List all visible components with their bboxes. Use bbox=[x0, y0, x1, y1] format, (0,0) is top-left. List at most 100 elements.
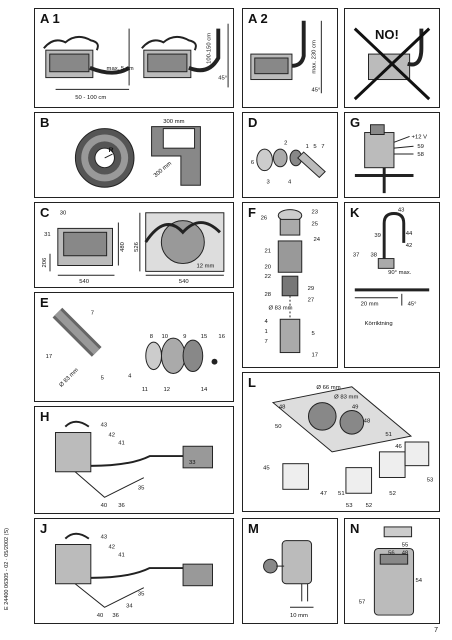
label-526: 526 bbox=[134, 242, 140, 252]
wall-grille-installation-illustration: Ø 66 mm Ø 83 mm 48 49 48 50 51 46 45 47 … bbox=[263, 385, 434, 509]
panel-a1: A 1 max. 5 cm 50 - 100 cm 100-150 cm 45° bbox=[34, 8, 234, 108]
num: 38 bbox=[370, 253, 377, 259]
num: 5 bbox=[312, 331, 316, 337]
panel-h: H 43 42 41 40 36 35 33 bbox=[34, 406, 234, 514]
num: 17 bbox=[312, 352, 319, 358]
num-31: 31 bbox=[44, 232, 51, 238]
num: 42 bbox=[108, 544, 115, 550]
label-300b: 300 mm bbox=[153, 161, 173, 179]
num: 26 bbox=[261, 215, 268, 221]
num: 43 bbox=[101, 535, 108, 541]
num: 3 bbox=[267, 179, 270, 185]
num: 43 bbox=[398, 208, 405, 214]
num: 35 bbox=[138, 485, 145, 491]
heater-dimensions-illustration: 30 31 540 206 480 540 526 12 mm bbox=[42, 211, 225, 285]
duct-bend-radius-illustration: R 300 mm 300 mm bbox=[74, 119, 201, 188]
panel-a2: A 2 max. 230 cm 45° bbox=[242, 8, 338, 108]
label-206: 206 bbox=[42, 258, 48, 268]
page-number: 7 bbox=[434, 627, 438, 634]
num: 45 bbox=[263, 466, 270, 472]
panel-label: L bbox=[248, 375, 256, 390]
document-code: E 24400 06305 - 02 · 05/2002 (S) bbox=[4, 528, 10, 610]
panel-label: A 2 bbox=[248, 11, 268, 26]
num: 16 bbox=[218, 334, 225, 340]
num: 24 bbox=[314, 237, 321, 243]
exhaust-outlet-angle-illustration: 43 39 44 42 37 38 90° max. 20 mm 45° Kör… bbox=[353, 208, 430, 327]
label-max5: max. 5 cm bbox=[107, 66, 134, 72]
num: 36 bbox=[118, 503, 125, 509]
num: 2 bbox=[284, 140, 287, 146]
no-label: NO! bbox=[375, 27, 399, 42]
num: 56 bbox=[388, 550, 395, 556]
panel-m: M 10 mm bbox=[242, 518, 338, 624]
label-59: 59 bbox=[417, 144, 424, 150]
label-d83: Ø 83 mm bbox=[334, 395, 358, 401]
label-540a: 540 bbox=[79, 279, 90, 285]
num: 12 bbox=[163, 387, 170, 393]
num: 40 bbox=[97, 613, 104, 619]
panel-label: B bbox=[40, 115, 50, 130]
num: 8 bbox=[150, 334, 154, 340]
num: 7 bbox=[321, 144, 324, 150]
label-480: 480 bbox=[120, 241, 126, 252]
num: 35 bbox=[138, 592, 145, 598]
control-panel-mounting-illustration: 10 mm bbox=[263, 540, 314, 619]
num: 20 bbox=[265, 264, 272, 270]
electrical-connection-illustration: +12 V 59 58 bbox=[354, 124, 427, 194]
label-range: 50 - 100 cm bbox=[75, 95, 106, 101]
label-300a: 300 mm bbox=[163, 119, 184, 125]
label-58: 58 bbox=[417, 152, 424, 158]
num: 48 bbox=[402, 550, 409, 556]
num: 49 bbox=[352, 404, 359, 410]
num: 14 bbox=[201, 387, 208, 393]
panel-label: D bbox=[248, 115, 258, 130]
exhaust-pipe-parts-illustration: 7 8 10 9 15 16 17 5 4 11 12 14 Ø 83 mm bbox=[46, 307, 226, 393]
num: 33 bbox=[189, 460, 196, 466]
fuel-system-h-illustration: 43 42 41 40 36 35 33 bbox=[54, 420, 214, 509]
label-max230: max. 230 cm bbox=[311, 40, 317, 74]
num: 4 bbox=[128, 373, 132, 379]
panel-label: C bbox=[40, 205, 50, 220]
num: 5 bbox=[101, 375, 105, 381]
label-range2: 100-150 cm bbox=[206, 33, 212, 64]
label-direction: Körriktning bbox=[365, 321, 393, 327]
num: 7 bbox=[91, 311, 94, 317]
num: 43 bbox=[101, 423, 108, 429]
label-90: 90° max. bbox=[388, 270, 412, 276]
num: 17 bbox=[46, 354, 53, 360]
incorrect-installation-illustration bbox=[353, 27, 431, 101]
num: 52 bbox=[389, 491, 396, 497]
panel-j: J 43 42 41 40 36 34 35 bbox=[34, 518, 234, 624]
num: 42 bbox=[406, 243, 413, 249]
num: 40 bbox=[101, 503, 108, 509]
num: 15 bbox=[201, 334, 208, 340]
label-45: 45° bbox=[408, 302, 417, 308]
num: 1 bbox=[306, 144, 309, 150]
num: 44 bbox=[406, 231, 413, 237]
label-deg: 45° bbox=[312, 87, 321, 93]
num: 47 bbox=[320, 491, 327, 497]
num: 50 bbox=[275, 424, 282, 430]
num: 34 bbox=[126, 603, 133, 609]
label-12mm: 12 mm bbox=[197, 263, 215, 269]
num: 55 bbox=[402, 543, 409, 549]
num: 52 bbox=[366, 503, 373, 509]
num: 5 bbox=[313, 144, 317, 150]
num: 23 bbox=[312, 210, 319, 216]
num: 36 bbox=[112, 613, 119, 619]
num: 42 bbox=[108, 432, 115, 438]
num: 28 bbox=[265, 292, 272, 298]
panel-label: G bbox=[350, 115, 361, 130]
panel-d: D 2 1 5 7 6 3 4 bbox=[242, 112, 338, 198]
panel-c: C 30 31 540 206 480 540 526 12 mm bbox=[34, 202, 234, 288]
panel-label: N bbox=[350, 521, 360, 536]
heater-installation-a2-illustration: max. 230 cm 45° bbox=[250, 20, 322, 93]
label-dia: Ø 83 mm bbox=[59, 367, 80, 388]
num: 51 bbox=[385, 432, 392, 438]
num: 29 bbox=[308, 286, 315, 292]
exhaust-assembly-exploded-illustration: 23 26 25 24 21 20 22 29 28 27 Ø 83 mm 4 … bbox=[261, 209, 321, 358]
num: 27 bbox=[308, 298, 315, 304]
num: 22 bbox=[265, 274, 272, 280]
fuel-system-j-illustration: 43 42 41 40 36 34 35 bbox=[55, 532, 213, 619]
num: 11 bbox=[142, 387, 148, 393]
